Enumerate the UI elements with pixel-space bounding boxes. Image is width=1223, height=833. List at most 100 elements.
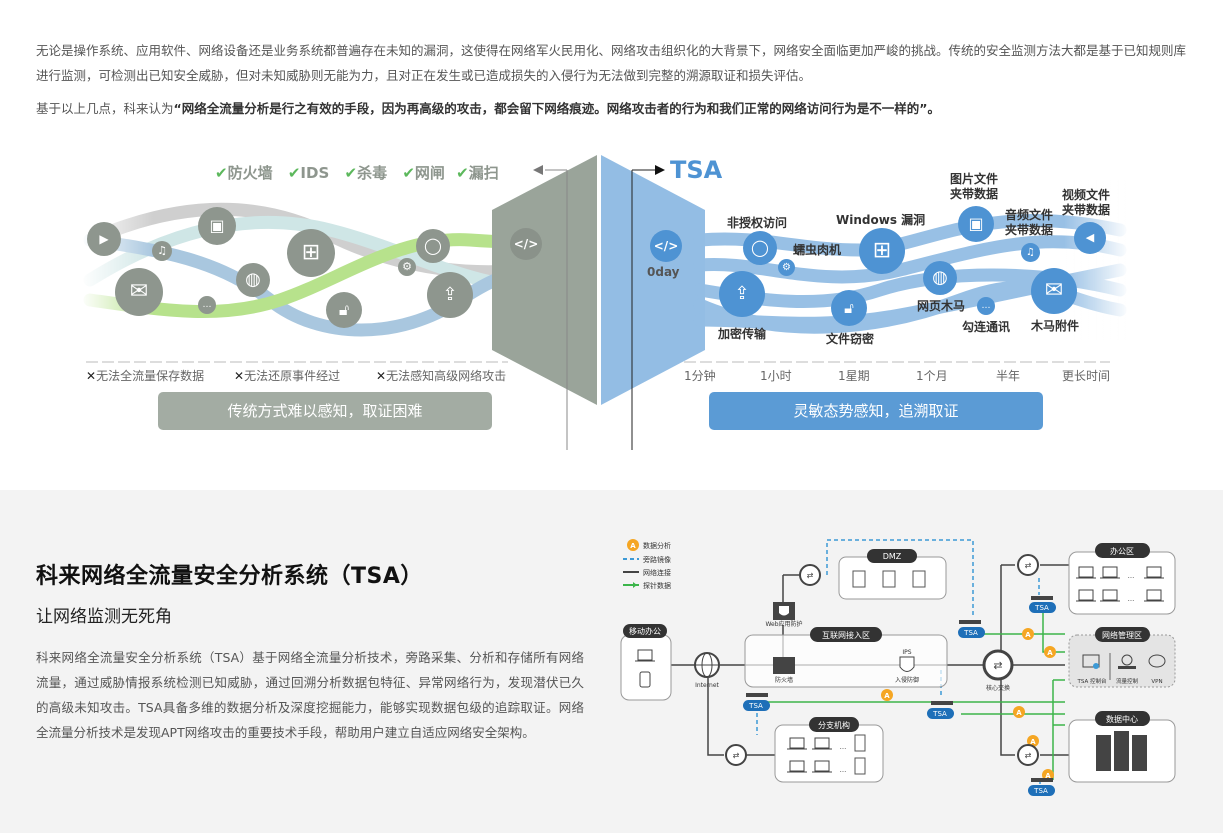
product-title: 科来网络全流量安全分析系统（TSA） xyxy=(36,564,423,589)
settings-icon: ⚙ xyxy=(778,259,795,276)
threat-label: 蠕虫肉机 xyxy=(793,243,842,257)
legend-label: 数据分析 xyxy=(643,541,671,550)
switch-icon xyxy=(725,744,747,766)
timeline-tick: 1小时 xyxy=(760,369,792,383)
analysis-badge-icon xyxy=(1013,706,1025,718)
tsa-probe[interactable]: TSA xyxy=(1028,778,1055,796)
video-icon: ▶ xyxy=(87,222,121,256)
svg-text:TSA: TSA xyxy=(932,710,947,718)
image-icon: ▣ xyxy=(198,207,236,245)
svg-text:TSA: TSA xyxy=(1033,787,1048,795)
svg-text:核心交换: 核心交换 xyxy=(986,684,1010,692)
svg-text:流量控制: 流量控制 xyxy=(1116,677,1139,685)
intro-paragraph-1: 无论是操作系统、应用软件、网络设备还是业务系统都普遍存在未知的漏洞，这使得在网络… xyxy=(36,43,1187,83)
check-icon: ✔ xyxy=(456,164,469,182)
threat-label: 木马附件 xyxy=(1031,319,1080,333)
svg-text:⇄: ⇄ xyxy=(993,659,1002,672)
tsa-probe[interactable]: TSA xyxy=(958,620,985,638)
zone-network-mgmt[interactable]: 网络管理区 TSA 控制台 流量控制 VPN xyxy=(1068,627,1176,688)
arrow-right-icon xyxy=(655,165,665,175)
zone-datacenter[interactable]: 数据中心 xyxy=(1068,711,1176,783)
mail-download-icon: ✉ xyxy=(115,268,163,316)
switch-branch[interactable]: ⇄ xyxy=(725,744,747,766)
product-description: 科来网络全流量安全分析系统（TSA）基于网络全流量分析技术，旁路采集、分析和存储… xyxy=(36,650,584,740)
svg-text:VPN: VPN xyxy=(1151,679,1162,685)
check-icon: ✔ xyxy=(287,164,301,182)
tsa-probe[interactable]: TSA xyxy=(927,701,954,719)
top-section: 无论是操作系统、应用软件、网络设备还是业务系统都普遍存在未知的漏洞，这使得在网络… xyxy=(0,43,1223,460)
svg-text:TSA: TSA xyxy=(963,629,978,637)
internet-node[interactable]: Internet xyxy=(694,652,720,689)
threat-label: 网页木马 xyxy=(917,299,966,313)
svg-text:A: A xyxy=(1025,631,1031,639)
timeline-tick: 1个月 xyxy=(916,369,948,383)
svg-text:...: ... xyxy=(1128,595,1135,603)
code-icon: </> xyxy=(510,228,542,260)
check-item: ✔IDS xyxy=(287,164,330,182)
zone-branch[interactable]: 分支机构 ... ... xyxy=(774,717,884,783)
probe-links xyxy=(765,608,1065,780)
limitation-item: ✕无法感知高级网络攻击 xyxy=(376,369,507,383)
threat-label: 非授权访问 xyxy=(727,216,788,230)
svg-text:⇄: ⇄ xyxy=(733,751,740,760)
threat-label: 音频文件夹带数据 xyxy=(1005,208,1054,237)
waf-node[interactable]: Web应用防护 xyxy=(765,602,803,628)
threat-label: 0day xyxy=(647,265,680,279)
unlock-icon: 🔓︎ xyxy=(831,290,867,326)
vpn-icon xyxy=(1148,654,1166,668)
music-icon: ♫ xyxy=(152,241,172,261)
svg-text:办公区: 办公区 xyxy=(1110,546,1134,556)
svg-text:A: A xyxy=(1045,772,1051,780)
zone-office[interactable]: 办公区 ... ... xyxy=(1068,543,1176,615)
timeline-tick: 1分钟 xyxy=(684,369,716,383)
user-icon: ◯ xyxy=(416,229,450,263)
switch-dmz[interactable]: ⇄ xyxy=(799,564,821,586)
user-icon: ◯ xyxy=(743,231,777,265)
check-item: ✔网闸 xyxy=(402,164,445,182)
upload-monitor-icon: ⇪ xyxy=(427,272,473,318)
chat-icon: … xyxy=(198,296,216,314)
server-icon xyxy=(854,734,866,752)
svg-text:Internet: Internet xyxy=(695,682,719,689)
upload-monitor-icon: ⇪ xyxy=(719,271,765,317)
threat-label: 勾连通讯 xyxy=(962,320,1011,334)
zone-dmz[interactable]: DMZ xyxy=(838,549,947,600)
svg-text:TSA 控制台: TSA 控制台 xyxy=(1077,677,1107,685)
server-rack-icon xyxy=(1132,735,1147,771)
code-icon: </> xyxy=(650,230,682,262)
switch-icon xyxy=(982,649,1014,681)
laptop-icon xyxy=(1076,566,1164,602)
unlock-icon: 🔓︎ xyxy=(326,292,362,328)
zone-internet-access[interactable]: 互联网接入区 防火墙 IPS 入侵防御 xyxy=(744,627,948,688)
tsa-probes: TSA TSA TSA TSA xyxy=(743,596,1056,796)
core-switch-node[interactable]: ⇄ 核心交换 xyxy=(982,649,1014,692)
traditional-checks: ✔防火墙 ✔IDS ✔杀毒 ✔网闸 ✔漏扫 xyxy=(215,162,499,183)
tsa-summary-button[interactable]: 灵敏态势感知，追溯取证 xyxy=(709,392,1043,430)
mail-download-icon: ✉ xyxy=(1031,268,1077,314)
tsa-probe[interactable]: TSA xyxy=(743,693,770,711)
tsa-probe[interactable]: TSA xyxy=(1029,596,1056,613)
svg-text:移动办公: 移动办公 xyxy=(629,626,661,636)
intro-paragraph-2-prefix: 基于以上几点，科来认为 xyxy=(36,101,174,116)
switch-office[interactable]: ⇄ xyxy=(1017,554,1039,576)
zone-mobile-office[interactable]: 移动办公 xyxy=(620,624,672,701)
server-icon xyxy=(854,757,866,775)
svg-text:A: A xyxy=(1047,649,1053,657)
legend-label: 旁路镜像 xyxy=(643,555,671,564)
firewall-icon xyxy=(773,657,795,674)
intro-quote: “网络全流量分析是行之有效的手段，因为再高级的攻击，都会留下网络痕迹。网络攻击者… xyxy=(173,101,940,116)
cross-icon: ✕ xyxy=(86,369,97,383)
check-item: ✔杀毒 xyxy=(344,164,388,182)
svg-text:A: A xyxy=(884,692,890,700)
globe-icon: ◍ xyxy=(236,263,270,297)
laptop-icon xyxy=(637,649,653,661)
svg-text:Web应用防护: Web应用防护 xyxy=(765,620,802,628)
product-section: 科来网络全流量安全分析系统（TSA） 让网络监测无死角 科来网络全流量安全分析系… xyxy=(0,490,1223,833)
analysis-legend-icon xyxy=(627,539,639,551)
threat-label: 加密传输 xyxy=(718,327,767,341)
comparison-graphic: ✔防火墙 ✔IDS ✔杀毒 ✔网闸 ✔漏扫 ▶ ♫ ▣ ✉ ◍ … ⊞ 🔓︎ ⚙… xyxy=(0,140,1223,460)
switch-datacenter[interactable]: ⇄ xyxy=(1017,744,1039,766)
legend-label: 网络连接 xyxy=(643,568,671,577)
analysis-badge-icon xyxy=(1027,735,1039,747)
traditional-summary-button[interactable]: 传统方式难以感知，取证困难 xyxy=(158,392,492,430)
